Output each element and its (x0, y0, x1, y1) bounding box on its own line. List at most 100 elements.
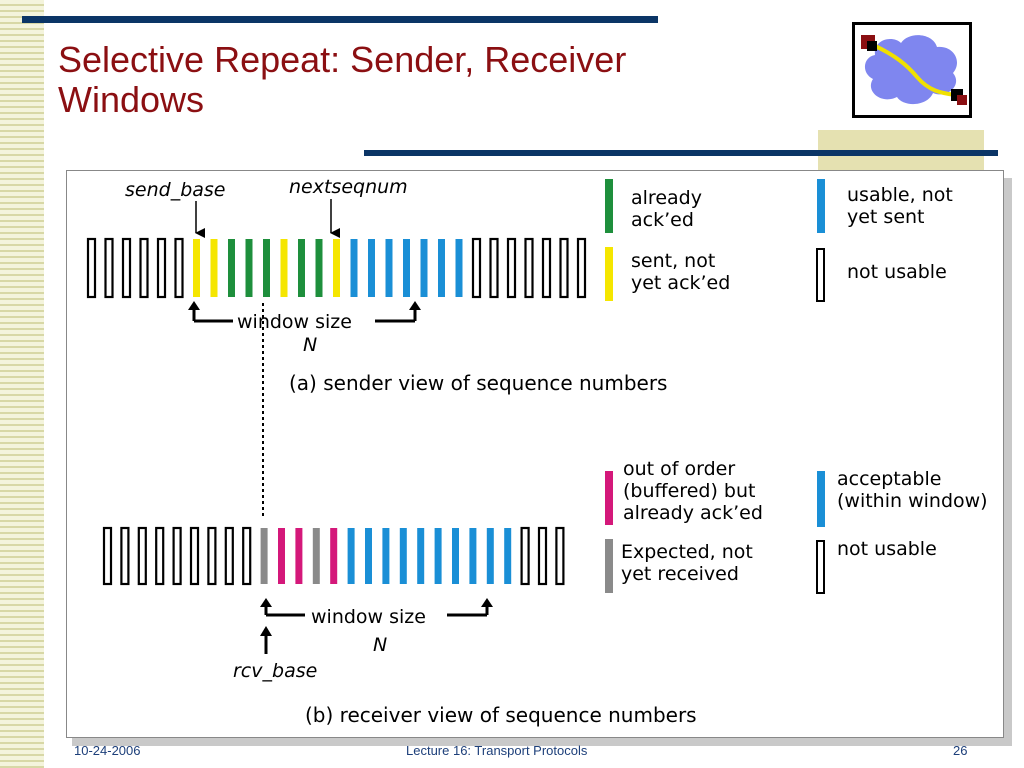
receiver-slot-empty (537, 526, 548, 586)
sender-slot-green (298, 239, 305, 297)
network-logo (852, 22, 972, 118)
legend-magenta-swatch (605, 471, 613, 525)
receiver-slot-empty (155, 526, 165, 586)
legend-receiver-empty-swatch (816, 540, 825, 594)
receiver-legend-empty-text: not usable (837, 538, 937, 560)
sender-slot-empty (121, 237, 132, 299)
rcv-base-arrowhead (260, 626, 272, 636)
receiver-slot-magenta (295, 528, 303, 584)
sender-slot-blue (403, 239, 410, 297)
sender-slot-green (263, 239, 270, 297)
receiver-slot-blue (452, 528, 459, 584)
receiver-slot-empty (137, 526, 147, 586)
cloud-icon (861, 35, 967, 105)
legend-blue-swatch (817, 179, 825, 233)
receiver-slot-blue (486, 528, 494, 584)
sender-slot-blue (385, 239, 393, 297)
receiver-slot-gray (260, 528, 268, 584)
legend-empty-swatch (816, 248, 825, 302)
sender-slot-empty (174, 237, 184, 299)
receiver-slot-empty (207, 526, 217, 586)
sender-slot-empty (506, 237, 517, 299)
sender-slot-empty (541, 237, 552, 299)
sender-slot-empty (489, 237, 499, 299)
receiver-slot-empty (224, 526, 234, 586)
sender-caption: (a) sender view of sequence numbers (289, 371, 667, 395)
receiver-slot-blue (365, 528, 372, 584)
receiver-slot-blue (382, 528, 390, 584)
receiver-slot-blue (417, 528, 425, 584)
rcv-base-label: rcv_base (233, 660, 317, 682)
receiver-caption: (b) receiver view of sequence numbers (305, 703, 697, 727)
sender-legend-empty-text: not usable (847, 261, 947, 283)
sender-slot-blue (350, 239, 358, 297)
sender-slot-blue (455, 239, 463, 297)
sender-slot-blue (438, 239, 445, 297)
sender-slot-empty (156, 237, 167, 299)
selective-repeat-diagram: send_base nextseqnum window size N (a) s… (66, 170, 1004, 738)
title-rule (22, 16, 658, 23)
slide-title: Selective Repeat: Sender, Receiver Windo… (58, 39, 627, 120)
receiver-window-label: window size (311, 606, 426, 628)
legend-gray-swatch (605, 539, 613, 593)
receiver-slot-empty (242, 526, 252, 586)
nextseqnum-label: nextseqnum (289, 176, 408, 198)
receiver-slot-blue (469, 528, 477, 584)
sender-slot-blue (420, 239, 428, 297)
sender-window-left-arrowhead (188, 301, 200, 310)
receiver-slot-blue (399, 528, 407, 584)
sender-slot-yellow (333, 239, 340, 297)
legend-green-swatch (605, 179, 613, 233)
sender-slot-empty (139, 237, 149, 299)
sender-slot-yellow (280, 239, 288, 297)
receiver-window-right-arrowhead (481, 598, 493, 607)
sender-slot-blue (368, 239, 375, 297)
footer-page-number: 26 (953, 743, 968, 758)
receiver-slot-empty (102, 526, 113, 586)
footer-course: Lecture 16: Transport Protocols (406, 743, 588, 758)
sender-slot-green (245, 239, 253, 297)
receiver-slot-empty (555, 526, 565, 586)
sender-slot-empty (559, 237, 569, 299)
sender-slot-green (228, 239, 235, 297)
sender-slot-empty (86, 237, 97, 299)
receiver-slot-empty (520, 526, 530, 586)
sender-n-label: N (303, 334, 317, 356)
receiver-slot-empty (189, 526, 200, 586)
sender-slot-green (315, 239, 323, 297)
receiver-slot-empty (172, 526, 182, 586)
header-rule (364, 150, 998, 156)
receiver-slot-gray (312, 528, 320, 584)
receiver-window-left-arrowhead (260, 598, 272, 607)
receiver-slot-blue (347, 528, 355, 584)
legend-receiver-blue-swatch (817, 471, 825, 527)
footer-date: 10-24-2006 (74, 743, 141, 758)
receiver-legend-blue-text: acceptable(within window) (837, 468, 988, 512)
diagram-canvas: send_base nextseqnum window size N (a) s… (86, 176, 988, 727)
sender-slot-yellow (210, 239, 218, 297)
receiver-slot-blue (434, 528, 442, 584)
sender-sequence-slots (86, 237, 587, 299)
receiver-slot-empty (120, 526, 130, 586)
sender-window-label: window size (237, 311, 352, 333)
receiver-slot-magenta (330, 528, 338, 584)
sender-slot-empty (104, 237, 114, 299)
sender-window-right-arrowhead (409, 301, 421, 310)
sender-slot-empty (524, 237, 534, 299)
receiver-slot-blue (504, 528, 512, 584)
sender-slot-yellow (193, 239, 200, 297)
receiver-slot-magenta (278, 528, 285, 584)
left-stripe-decoration (0, 0, 52, 768)
receiver-n-label: N (373, 634, 387, 656)
receiver-sequence-slots (102, 526, 565, 586)
send-base-label: send_base (125, 179, 225, 201)
sender-slot-empty (576, 237, 587, 299)
legend-yellow-swatch (605, 247, 613, 301)
